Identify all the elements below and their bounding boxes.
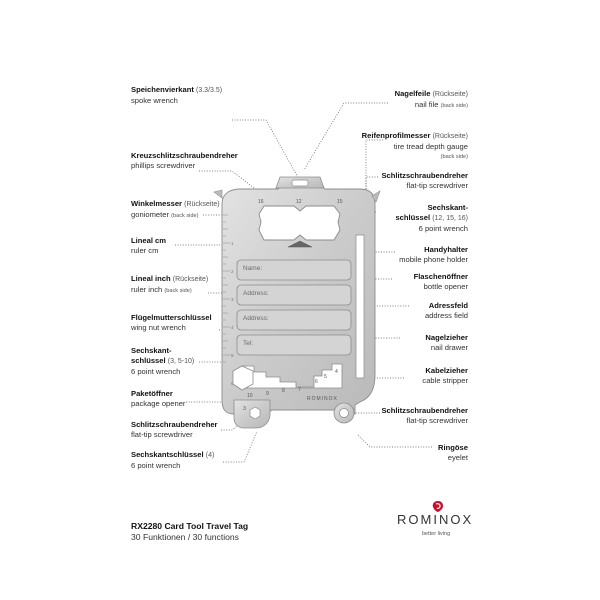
label-address-field: Adressfeld address field [424,301,468,320]
wrench-size-label: 12 [296,199,302,205]
label-6-point-wrench-right: Sechskant- schlüssel (12, 15, 16) 6 poin… [395,203,468,233]
product-subtitle: 30 Funktionen / 30 functions [131,532,239,542]
brand-mark-icon [432,501,443,512]
label-nail-file: Nagelfeile (Rückseite) nail file (back s… [394,89,468,109]
wrench-size-label: 6 [315,379,318,385]
label-flat-tip-screwdriver-top: Schlitzschraubendreher flat-tip screwdri… [381,171,468,190]
card-engraved-brand: ROMINOX [307,396,338,402]
wrench-size-label: 16 [258,199,264,205]
label-package-opener: Paketöffner package opener [131,389,186,408]
wrench-size-label: 4 [335,369,338,375]
wrench-size-label: 9 [266,391,269,397]
address-field-labels: Name: Address: Address: Tel: [243,265,269,347]
label-goniometer: Winkelmesser (Rückseite) goniometer (bac… [131,199,220,219]
label-spoke-wrench: Speichenvierkant (3.3/3.5) spoke wrench [131,85,223,105]
brand-name: ROMINOX [397,512,474,527]
label-wing-nut-wrench: Flügelmutterschlüssel wing nut wrench [131,313,212,332]
label-6-point-wrench: Sechskant- schlüssel (3, 5-10) 6 point w… [131,346,195,376]
address-fields [236,259,352,356]
bottom-wrench-teeth [241,363,343,389]
ruler-cm [223,214,230,363]
product-title: RX2280 Card Tool Travel Tag [131,521,249,531]
field-label-tel: Tel: [243,340,253,347]
wrench-size-label: 15 [337,199,343,205]
hex-wrench-window [258,205,341,248]
wrench-size-label: 10 [247,393,253,399]
label-nail-drawer: Nagelzieher nail drawer [425,333,468,352]
label-bottle-opener: Flaschenöffner bottle opener [413,272,468,291]
right-slot [355,234,365,379]
label-eyelet: Ringöse eyelet [438,443,468,462]
wrench-size-label: 7 [298,387,301,393]
label-phone-holder: Handyhalter mobile phone holder [399,245,468,264]
label-cable-stripper: Kabelzieher cable stripper [422,366,468,385]
ruler-mark: 2 [231,269,234,274]
ruler-mark: 5 [231,353,234,358]
ruler-mark: 3 [231,297,234,302]
product-title-block: RX2280 Card Tool Travel Tag 30 Funktione… [131,521,248,543]
label-6-point-wrench-4: Sechskantschlüssel (4) 6 point wrench [131,450,215,470]
ruler-mark: 6 [231,381,234,386]
wrench-size-label: 5 [324,374,327,380]
label-flat-tip-screwdriver-left: Schlitzschraubendreher flat-tip screwdri… [131,420,218,439]
hex-hole-large [232,365,254,391]
label-tire-tread-gauge: Reifenprofilmesser (Rückseite) tire trea… [361,131,468,160]
brand-tagline: better living [422,531,451,537]
bottom-wrench-sizes: 10 9 8 7 6 5 4 3 [243,369,338,412]
wrench-size-label: 8 [282,388,285,394]
wrench-size-labels: 16 12 15 [258,199,343,205]
label-ruler-cm: Lineal cm ruler cm [131,236,167,255]
label-ruler-inch: Lineal inch (Rückseite) ruler inch (back… [131,274,209,294]
field-label-address: Address: [243,290,269,297]
label-phillips-screwdriver: Kreuzschlitzschraubendreher phillips scr… [131,151,238,170]
field-label-address: Address: [243,315,269,322]
label-flat-tip-screwdriver-right: Schlitzschraubendreher flat-tip screwdri… [381,406,468,425]
field-label-name: Name: [243,265,262,272]
wrench-size-label: 3 [243,406,246,412]
ruler-mark: 4 [231,325,234,330]
ruler-mark: 1 [231,241,234,246]
ruler-marks: 1 2 3 4 5 6 [231,241,234,386]
